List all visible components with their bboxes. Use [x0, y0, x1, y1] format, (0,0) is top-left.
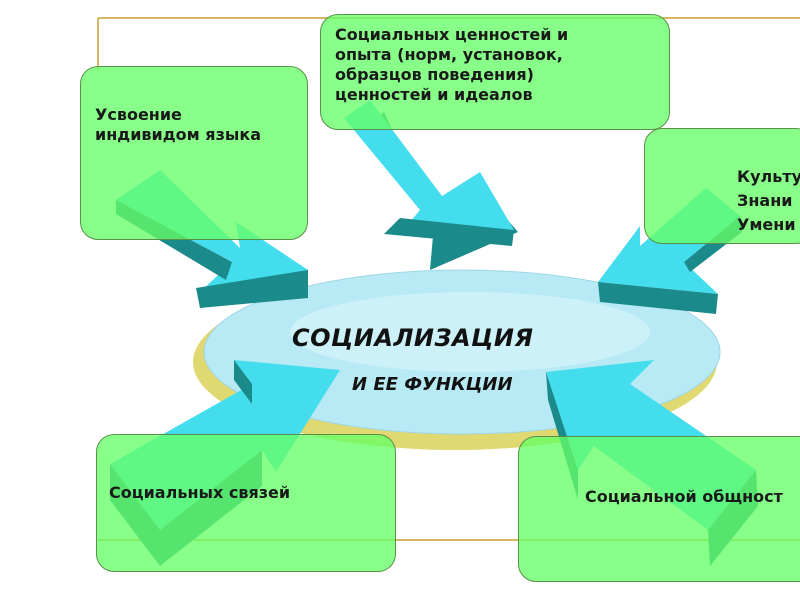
box-social-ties: Социальных связей [96, 434, 396, 572]
box-social-values-text: Социальных ценностей и опыта (норм, уста… [335, 25, 569, 104]
box-language-acquisition: Усвоение индивидом языка [80, 66, 308, 240]
box-language-acquisition-text: Усвоение индивидом языка [95, 105, 261, 144]
center-title-line2: И ЕЕ ФУНКЦИИ [352, 374, 513, 395]
box-culture-text: Культу Знани Умени [737, 167, 800, 234]
box-social-values: Социальных ценностей и опыта (норм, уста… [320, 14, 670, 130]
box-social-community-text: Социальной общност [585, 487, 783, 506]
center-title-line1: СОЦИАЛИЗАЦИЯ [292, 324, 534, 352]
arrow-top [344, 100, 518, 270]
box-culture: Культу Знани Умени [644, 128, 800, 244]
box-social-ties-text: Социальных связей [109, 483, 291, 502]
center-ellipse-highlight [290, 292, 650, 372]
box-social-community: Социальной общност [518, 436, 800, 582]
